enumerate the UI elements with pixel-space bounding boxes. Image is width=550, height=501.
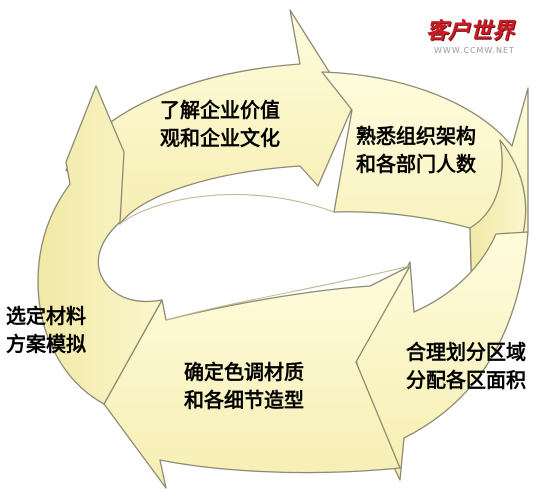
step-2-line-1: 熟悉组织架构 — [356, 124, 476, 148]
cycle-arrow-3 — [355, 231, 529, 481]
step-5-label: 选定材料 方案模拟 — [6, 302, 86, 358]
step-5-line-1: 选定材料 — [6, 304, 86, 328]
logo-url-text: WWW.CCMW.NET — [434, 46, 515, 55]
step-1-line-2: 观和企业文化 — [160, 126, 280, 150]
step-4-label: 确定色调材质 和各细节造型 — [184, 358, 304, 414]
cycle-arrow-4 — [103, 265, 411, 489]
step-3-line-1: 合理划分区域 — [406, 340, 526, 364]
step-4-line-2: 和各细节造型 — [184, 388, 304, 412]
step-3-label: 合理划分区域 分配各区面积 — [406, 338, 526, 394]
step-5-line-2: 方案模拟 — [6, 332, 86, 356]
step-2-label: 熟悉组织架构 和各部门人数 — [356, 122, 476, 178]
step-1-label: 了解企业价值 观和企业文化 — [160, 96, 280, 152]
step-4-line-1: 确定色调材质 — [184, 360, 304, 384]
cycle-arrow-1 — [65, 9, 353, 225]
logo-brand-text: 客户世界 — [426, 19, 515, 44]
cycle-arrow-5 — [37, 85, 163, 405]
step-2-line-2: 和各部门人数 — [356, 152, 476, 176]
cycle-inner-rim-lower — [165, 265, 411, 321]
cycle-inner-rim — [119, 194, 335, 225]
step-3-line-2: 分配各区面积 — [406, 368, 526, 392]
watermark-logo: 客户世界 WWW.CCMW.NET — [426, 18, 544, 64]
step-1-line-1: 了解企业价值 — [160, 98, 280, 122]
